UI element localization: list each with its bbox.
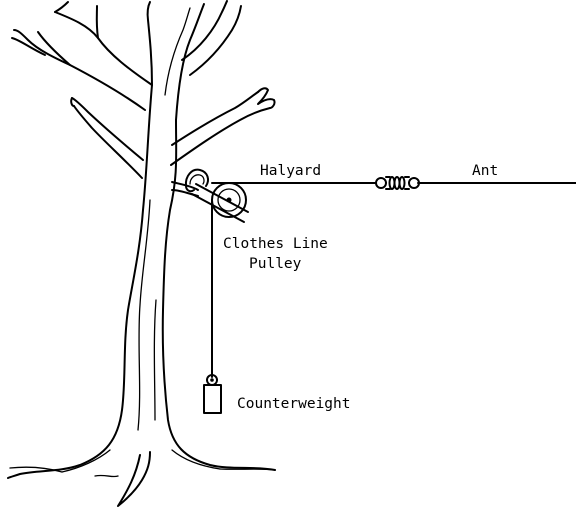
bark-line-1	[137, 199, 151, 431]
insulator-rib-3	[398, 176, 406, 190]
antenna-line	[211, 176, 576, 378]
left-limb-lower	[73, 105, 143, 179]
counterweight-block	[203, 384, 222, 414]
pulley-hook	[184, 168, 209, 193]
branch-left-upper-edge	[54, 11, 153, 86]
left-limb-end	[70, 97, 75, 107]
insulator-eye-right	[408, 177, 420, 189]
ground-line	[9, 466, 276, 478]
branch-mid-split-2	[189, 5, 242, 76]
pulley-hook-inner	[189, 174, 205, 185]
branch-left-sub-1	[54, 1, 69, 13]
root-right-detail	[171, 449, 221, 470]
pulley-label-line2: Pulley	[249, 256, 302, 272]
root-left-detail	[61, 449, 111, 473]
branch-mid-inner	[164, 7, 191, 96]
counterweight	[203, 374, 222, 414]
branch-mid-split	[181, 0, 228, 61]
halyard-label: Halyard	[260, 163, 321, 179]
clothes-line-pulley	[171, 168, 249, 223]
branch-right-upper-edge	[171, 91, 259, 146]
insulator-cap-right	[404, 176, 410, 190]
branch-left-lower-edge	[13, 29, 146, 111]
branch-left-sub-3	[11, 31, 71, 66]
tree	[7, 0, 276, 507]
branch-mid-left	[146, 1, 153, 86]
trunk-left-edge	[7, 84, 153, 479]
insulator-eye-left	[375, 177, 387, 189]
pulley-label-line1: Clothes Line	[223, 236, 328, 252]
branch-right-fork	[257, 87, 276, 109]
branch-mid-right	[175, 3, 205, 121]
counterweight-label: Counterweight	[237, 396, 351, 412]
pulley-axle	[226, 197, 232, 203]
insulator-cap-left	[385, 176, 391, 190]
counterweight-eye-center	[210, 378, 214, 382]
pulley-wheel-inner	[217, 188, 241, 212]
antenna-label: Ant	[472, 163, 498, 179]
root-center	[117, 451, 151, 507]
pulley-mount-lines	[171, 181, 199, 197]
pulley-arm	[191, 183, 249, 223]
left-limb-upper	[71, 97, 144, 161]
trunk-right-edge	[161, 119, 276, 471]
bark-line-2	[153, 299, 157, 421]
branch-left-sub-2	[95, 5, 99, 39]
insulator	[375, 176, 420, 190]
branch-right-lower-edge	[170, 107, 271, 166]
